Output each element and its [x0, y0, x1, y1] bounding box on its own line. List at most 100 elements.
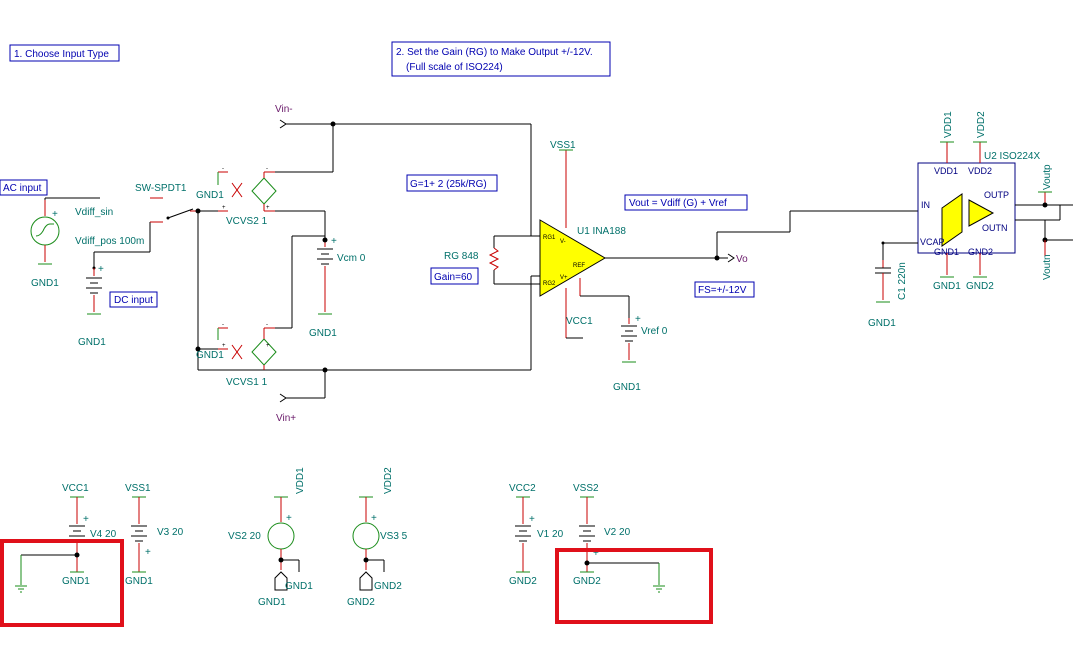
- source-vs2[interactable]: VDD1 + VS2 20: [228, 467, 306, 570]
- svg-text:VCVS2 1: VCVS2 1: [226, 216, 268, 227]
- gnd1-vcvs1: GND1: [196, 328, 224, 361]
- opamp-u1-ina188[interactable]: RG1 RG2 V- V+ REF U1 INA188: [539, 219, 626, 297]
- junction-vcvs1-in: [195, 346, 201, 352]
- svg-text:U1 INA188: U1 INA188: [577, 226, 626, 237]
- gnd2-v2: GND2: [573, 560, 665, 593]
- svg-text:GND1: GND1: [196, 190, 224, 201]
- svg-text:VDD1: VDD1: [934, 166, 958, 176]
- svg-text:OUTP: OUTP: [984, 190, 1009, 200]
- svg-text:+: +: [222, 205, 226, 211]
- svg-text:Vout = Vdiff (G) + Vref: Vout = Vdiff (G) + Vref: [629, 198, 727, 209]
- rail-vss1-u1: VSS1: [550, 140, 576, 151]
- svg-text:GND1: GND1: [125, 576, 153, 587]
- svg-text:-: -: [266, 322, 268, 328]
- note-set-gain: 2. Set the Gain (RG) to Make Output +/-1…: [391, 41, 611, 77]
- svg-text:-: -: [266, 166, 268, 172]
- svg-text:OUTN: OUTN: [982, 223, 1008, 233]
- gnd1-u2: GND1: [933, 276, 961, 292]
- dc-source-vdiff-pos[interactable]: + Vdiff_pos 100m: [75, 222, 151, 312]
- junction-vcm: [322, 237, 328, 243]
- gain-value-note: Gain=60: [430, 267, 479, 285]
- svg-text:REF: REF: [573, 263, 585, 269]
- gnd1-v3: GND1: [125, 571, 153, 587]
- svg-text:-: -: [222, 166, 224, 172]
- net-label-voutp: Voutp: [1038, 164, 1053, 193]
- svg-text:GND2: GND2: [374, 581, 402, 592]
- gnd1-ac-source: GND1: [31, 263, 59, 289]
- gnd1-vcvs2: GND1: [196, 172, 224, 201]
- ac-input-note: AC input: [0, 179, 48, 196]
- source-v3[interactable]: VSS1 + V3 20: [125, 483, 184, 572]
- gnd2-u2: GND2: [966, 276, 994, 292]
- svg-text:AC input: AC input: [3, 183, 42, 194]
- svg-text:+: +: [286, 513, 292, 524]
- svg-text:GND2: GND2: [968, 247, 993, 257]
- svg-text:VSS2: VSS2: [573, 483, 599, 494]
- svg-text:1. Choose Input Type: 1. Choose Input Type: [14, 49, 109, 60]
- vcvs1[interactable]: - + - + VCVS1 1: [218, 322, 277, 388]
- svg-text:VSS1: VSS1: [125, 483, 151, 494]
- svg-text:+: +: [371, 513, 377, 524]
- svg-text:GND1: GND1: [613, 382, 641, 393]
- gnd1-v4: GND1: [15, 552, 90, 593]
- svg-text:+: +: [331, 236, 337, 247]
- svg-text:Voutn: Voutn: [1042, 254, 1053, 280]
- svg-text:Vin-: Vin-: [275, 104, 293, 115]
- source-vs3[interactable]: VDD2 + VS3 5: [352, 467, 408, 570]
- terminal-vin-minus[interactable]: Vin-: [275, 104, 293, 129]
- svg-text:IN: IN: [921, 200, 930, 210]
- ac-source-vdiff-sin[interactable]: + Vdiff_sin: [30, 197, 113, 262]
- svg-text:VCVS1 1: VCVS1 1: [226, 377, 268, 388]
- gnd1-vs2: GND1 GND1: [258, 557, 313, 608]
- source-v1[interactable]: VCC2 + V1 20: [509, 483, 564, 572]
- svg-text:+: +: [83, 514, 89, 525]
- svg-text:GND1: GND1: [78, 337, 106, 348]
- gain-formula-note: G=1+ 2 (25k/RG): [406, 174, 498, 192]
- svg-text:FS=+/-12V: FS=+/-12V: [698, 285, 747, 296]
- note-choose-input-type: 1. Choose Input Type: [9, 44, 120, 62]
- svg-text:GND2: GND2: [509, 576, 537, 587]
- svg-text:RG2: RG2: [543, 281, 556, 287]
- svg-text:VDD2: VDD2: [383, 467, 394, 494]
- svg-text:+: +: [266, 205, 270, 211]
- source-v2[interactable]: VSS2 + V2 20: [573, 483, 631, 572]
- svg-text:V4 20: V4 20: [90, 529, 117, 540]
- source-v4[interactable]: VCC1 + V4 20: [62, 483, 117, 572]
- switch-sw-spdt1[interactable]: SW-SPDT1: [135, 183, 198, 223]
- rail-vdd2-u2: VDD2: [973, 111, 987, 143]
- source-vcm[interactable]: + Vcm 0: [317, 236, 366, 312]
- svg-text:Voutp: Voutp: [1042, 164, 1053, 190]
- svg-text:+: +: [593, 548, 599, 559]
- rail-vcc1-u1: VCC1: [566, 316, 593, 327]
- svg-text:VCC2: VCC2: [509, 483, 536, 494]
- svg-text:V1 20: V1 20: [537, 529, 564, 540]
- svg-text:Vdiff_sin: Vdiff_sin: [75, 207, 113, 218]
- svg-text:+: +: [52, 209, 58, 220]
- terminal-vo[interactable]: Vo: [727, 253, 748, 265]
- isolation-amp-u2-iso224x[interactable]: IN VCAP OUTP OUTN VDD1 VDD2 GND1 GND2 U2…: [917, 151, 1040, 257]
- terminal-vin-plus[interactable]: Vin+: [276, 393, 296, 424]
- svg-text:Vdiff_pos 100m: Vdiff_pos 100m: [75, 236, 144, 247]
- gnd1-vcm: GND1: [309, 313, 337, 339]
- svg-text:(Full scale of ISO224): (Full scale of ISO224): [406, 62, 503, 73]
- resistor-rg[interactable]: RG 848: [444, 235, 540, 285]
- svg-text:SW-SPDT1: SW-SPDT1: [135, 183, 187, 194]
- source-vref[interactable]: + Vref 0: [621, 314, 668, 360]
- vout-formula-note: Vout = Vdiff (G) + Vref: [624, 194, 748, 211]
- capacitor-c1[interactable]: C1 220n: [875, 260, 908, 300]
- svg-text:+: +: [222, 343, 226, 349]
- vcvs2[interactable]: - + - + VCVS2 1: [218, 166, 277, 227]
- svg-text:V+: V+: [560, 275, 568, 281]
- svg-text:DC input: DC input: [114, 295, 153, 306]
- gnd1-dc-source: GND1: [78, 313, 106, 348]
- svg-text:RG1: RG1: [543, 235, 556, 241]
- svg-text:GND1: GND1: [62, 576, 90, 587]
- svg-text:VCAP: VCAP: [920, 237, 945, 247]
- gnd1-vref: GND1: [613, 361, 641, 393]
- svg-text:VS2 20: VS2 20: [228, 531, 261, 542]
- junction-vin-plus: [322, 367, 328, 373]
- svg-text:2. Set the Gain (RG) to Make O: 2. Set the Gain (RG) to Make Output +/-1…: [396, 47, 593, 58]
- wiring-input-network: [197, 123, 540, 399]
- full-scale-note: FS=+/-12V: [694, 281, 755, 298]
